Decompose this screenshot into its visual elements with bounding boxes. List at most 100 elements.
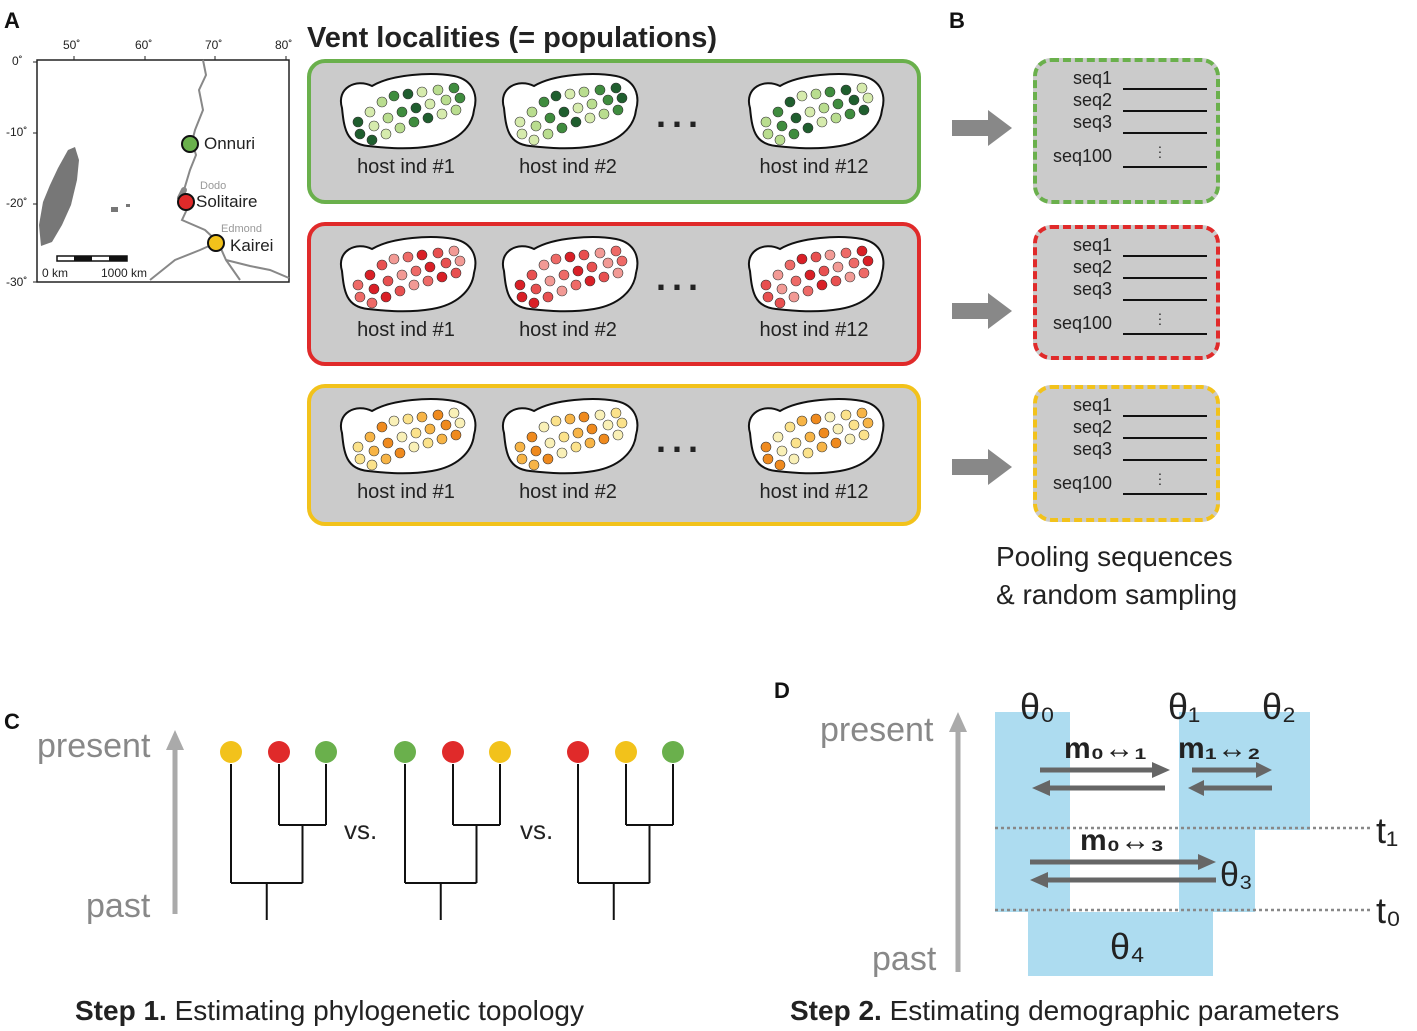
symbiont-dot bbox=[840, 84, 852, 96]
m12-label: m₁↔₂ bbox=[1178, 732, 1261, 765]
lon-tick-70: 70˚ bbox=[205, 38, 223, 52]
symbiont-dot bbox=[856, 245, 868, 257]
tip-population-dot bbox=[442, 741, 464, 763]
symbiont-dot bbox=[394, 285, 406, 297]
host-blob-kairei-host-1 bbox=[332, 397, 480, 482]
symbiont-dot bbox=[388, 415, 400, 427]
map-frame bbox=[36, 59, 290, 283]
ellipsis-solitaire: ... bbox=[656, 257, 705, 298]
symbiont-dot bbox=[376, 421, 388, 433]
symbiont-dot bbox=[556, 122, 568, 134]
host-label-kairei-host-2: host ind #2 bbox=[519, 481, 617, 503]
symbiont-dot bbox=[454, 255, 466, 267]
sequence-line bbox=[1123, 110, 1207, 112]
symbiont-dot bbox=[810, 413, 822, 425]
symbiont-dot bbox=[788, 291, 800, 303]
symbiont-dot bbox=[790, 112, 802, 124]
symbiont-dot bbox=[450, 267, 462, 279]
host-label-kairei-host-12: host ind #12 bbox=[759, 481, 869, 503]
symbiont-dot bbox=[816, 279, 828, 291]
symbiont-dot bbox=[762, 453, 774, 465]
symbiont-dot bbox=[586, 98, 598, 110]
symbiont-dot bbox=[804, 269, 816, 281]
symbiont-dot bbox=[572, 102, 584, 114]
symbiont-dot bbox=[556, 447, 568, 459]
symbiont-dot bbox=[440, 94, 452, 106]
symbiont-dot bbox=[578, 249, 590, 261]
symbiont-dot bbox=[528, 459, 540, 471]
panel-label-b: B bbox=[949, 8, 965, 33]
symbiont-dot bbox=[816, 116, 828, 128]
symbiont-dot bbox=[448, 407, 460, 419]
pooling-line-1: Pooling sequences bbox=[996, 541, 1233, 572]
panel-label-d: D bbox=[774, 678, 790, 703]
host-blob-solitaire-host-1 bbox=[332, 235, 480, 320]
lon-tick-50: 50˚ bbox=[63, 38, 81, 52]
step1-present-label: present bbox=[37, 727, 151, 765]
symbiont-dot bbox=[602, 94, 614, 106]
vent-map bbox=[33, 56, 290, 283]
symbiont-dot bbox=[432, 247, 444, 259]
lat-tick-0: 0˚ bbox=[12, 54, 23, 68]
panel-label-c: C bbox=[4, 709, 20, 734]
theta4-block bbox=[1028, 912, 1213, 976]
symbiont-dot bbox=[760, 116, 772, 128]
symbiont-dot bbox=[558, 431, 570, 443]
gray-label-edmond: Edmond bbox=[221, 223, 262, 235]
ridge-southeast bbox=[225, 259, 290, 279]
symbiont-dot bbox=[844, 433, 856, 445]
sequence-label: seq3 bbox=[1072, 439, 1112, 459]
symbiont-dot bbox=[354, 128, 366, 140]
sequence-line bbox=[1123, 415, 1207, 417]
m03-label: m₀↔₃ bbox=[1080, 824, 1165, 857]
symbiont-dot bbox=[594, 409, 606, 421]
symbiont-dot bbox=[790, 437, 802, 449]
symbiont-dot bbox=[564, 251, 576, 263]
symbiont-dot bbox=[564, 413, 576, 425]
symbiont-dot bbox=[578, 411, 590, 423]
symbiont-dot bbox=[788, 128, 800, 140]
symbiont-dot bbox=[424, 423, 436, 435]
step2-caption: Step 2. Estimating demographic parameter… bbox=[790, 995, 1339, 1027]
symbiont-dot bbox=[528, 134, 540, 146]
symbiont-dot bbox=[382, 275, 394, 287]
symbiont-dot bbox=[840, 409, 852, 421]
tip-population-dot bbox=[394, 741, 416, 763]
symbiont-dot bbox=[366, 459, 378, 471]
sequence-line bbox=[1123, 88, 1207, 90]
vertical-ellipsis: ··· bbox=[1157, 138, 1163, 164]
host-blob-kairei-host-12 bbox=[740, 397, 888, 482]
scale-bar bbox=[56, 255, 128, 262]
symbiont-dot bbox=[776, 445, 788, 457]
vent-title: Vent localities (= populations) bbox=[307, 22, 718, 54]
symbiont-dot bbox=[558, 106, 570, 118]
step2-past-label: past bbox=[872, 940, 937, 978]
symbiont-dot bbox=[394, 122, 406, 134]
symbiont-dot bbox=[422, 437, 434, 449]
tip-population-dot bbox=[615, 741, 637, 763]
symbiont-dot bbox=[396, 269, 408, 281]
symbiont-dot bbox=[832, 423, 844, 435]
symbiont-dot bbox=[382, 112, 394, 124]
site-label-kairei: Kairei bbox=[230, 236, 274, 255]
symbiont-dot bbox=[760, 441, 772, 453]
symbiont-dot bbox=[408, 116, 420, 128]
symbiont-dot bbox=[352, 116, 364, 128]
symbiont-dot bbox=[844, 271, 856, 283]
host-blob-onnuri-host-1 bbox=[332, 72, 480, 157]
step2-present-label: present bbox=[820, 711, 934, 749]
sequence-label: seq2 bbox=[1072, 417, 1112, 437]
symbiont-dot bbox=[616, 255, 628, 267]
symbiont-dot bbox=[550, 253, 562, 265]
t0-label: t₀ bbox=[1376, 890, 1401, 931]
sequence-label: seq2 bbox=[1072, 90, 1112, 110]
symbiont-dot bbox=[858, 267, 870, 279]
symbiont-dot bbox=[762, 128, 774, 140]
theta3-label: θ₃ bbox=[1220, 856, 1253, 894]
symbiont-dot bbox=[774, 297, 786, 309]
step1-caption-bold: Step 1. bbox=[75, 995, 167, 1026]
symbiont-dot bbox=[788, 453, 800, 465]
tip-population-dot bbox=[220, 741, 242, 763]
symbiont-dot bbox=[364, 431, 376, 443]
